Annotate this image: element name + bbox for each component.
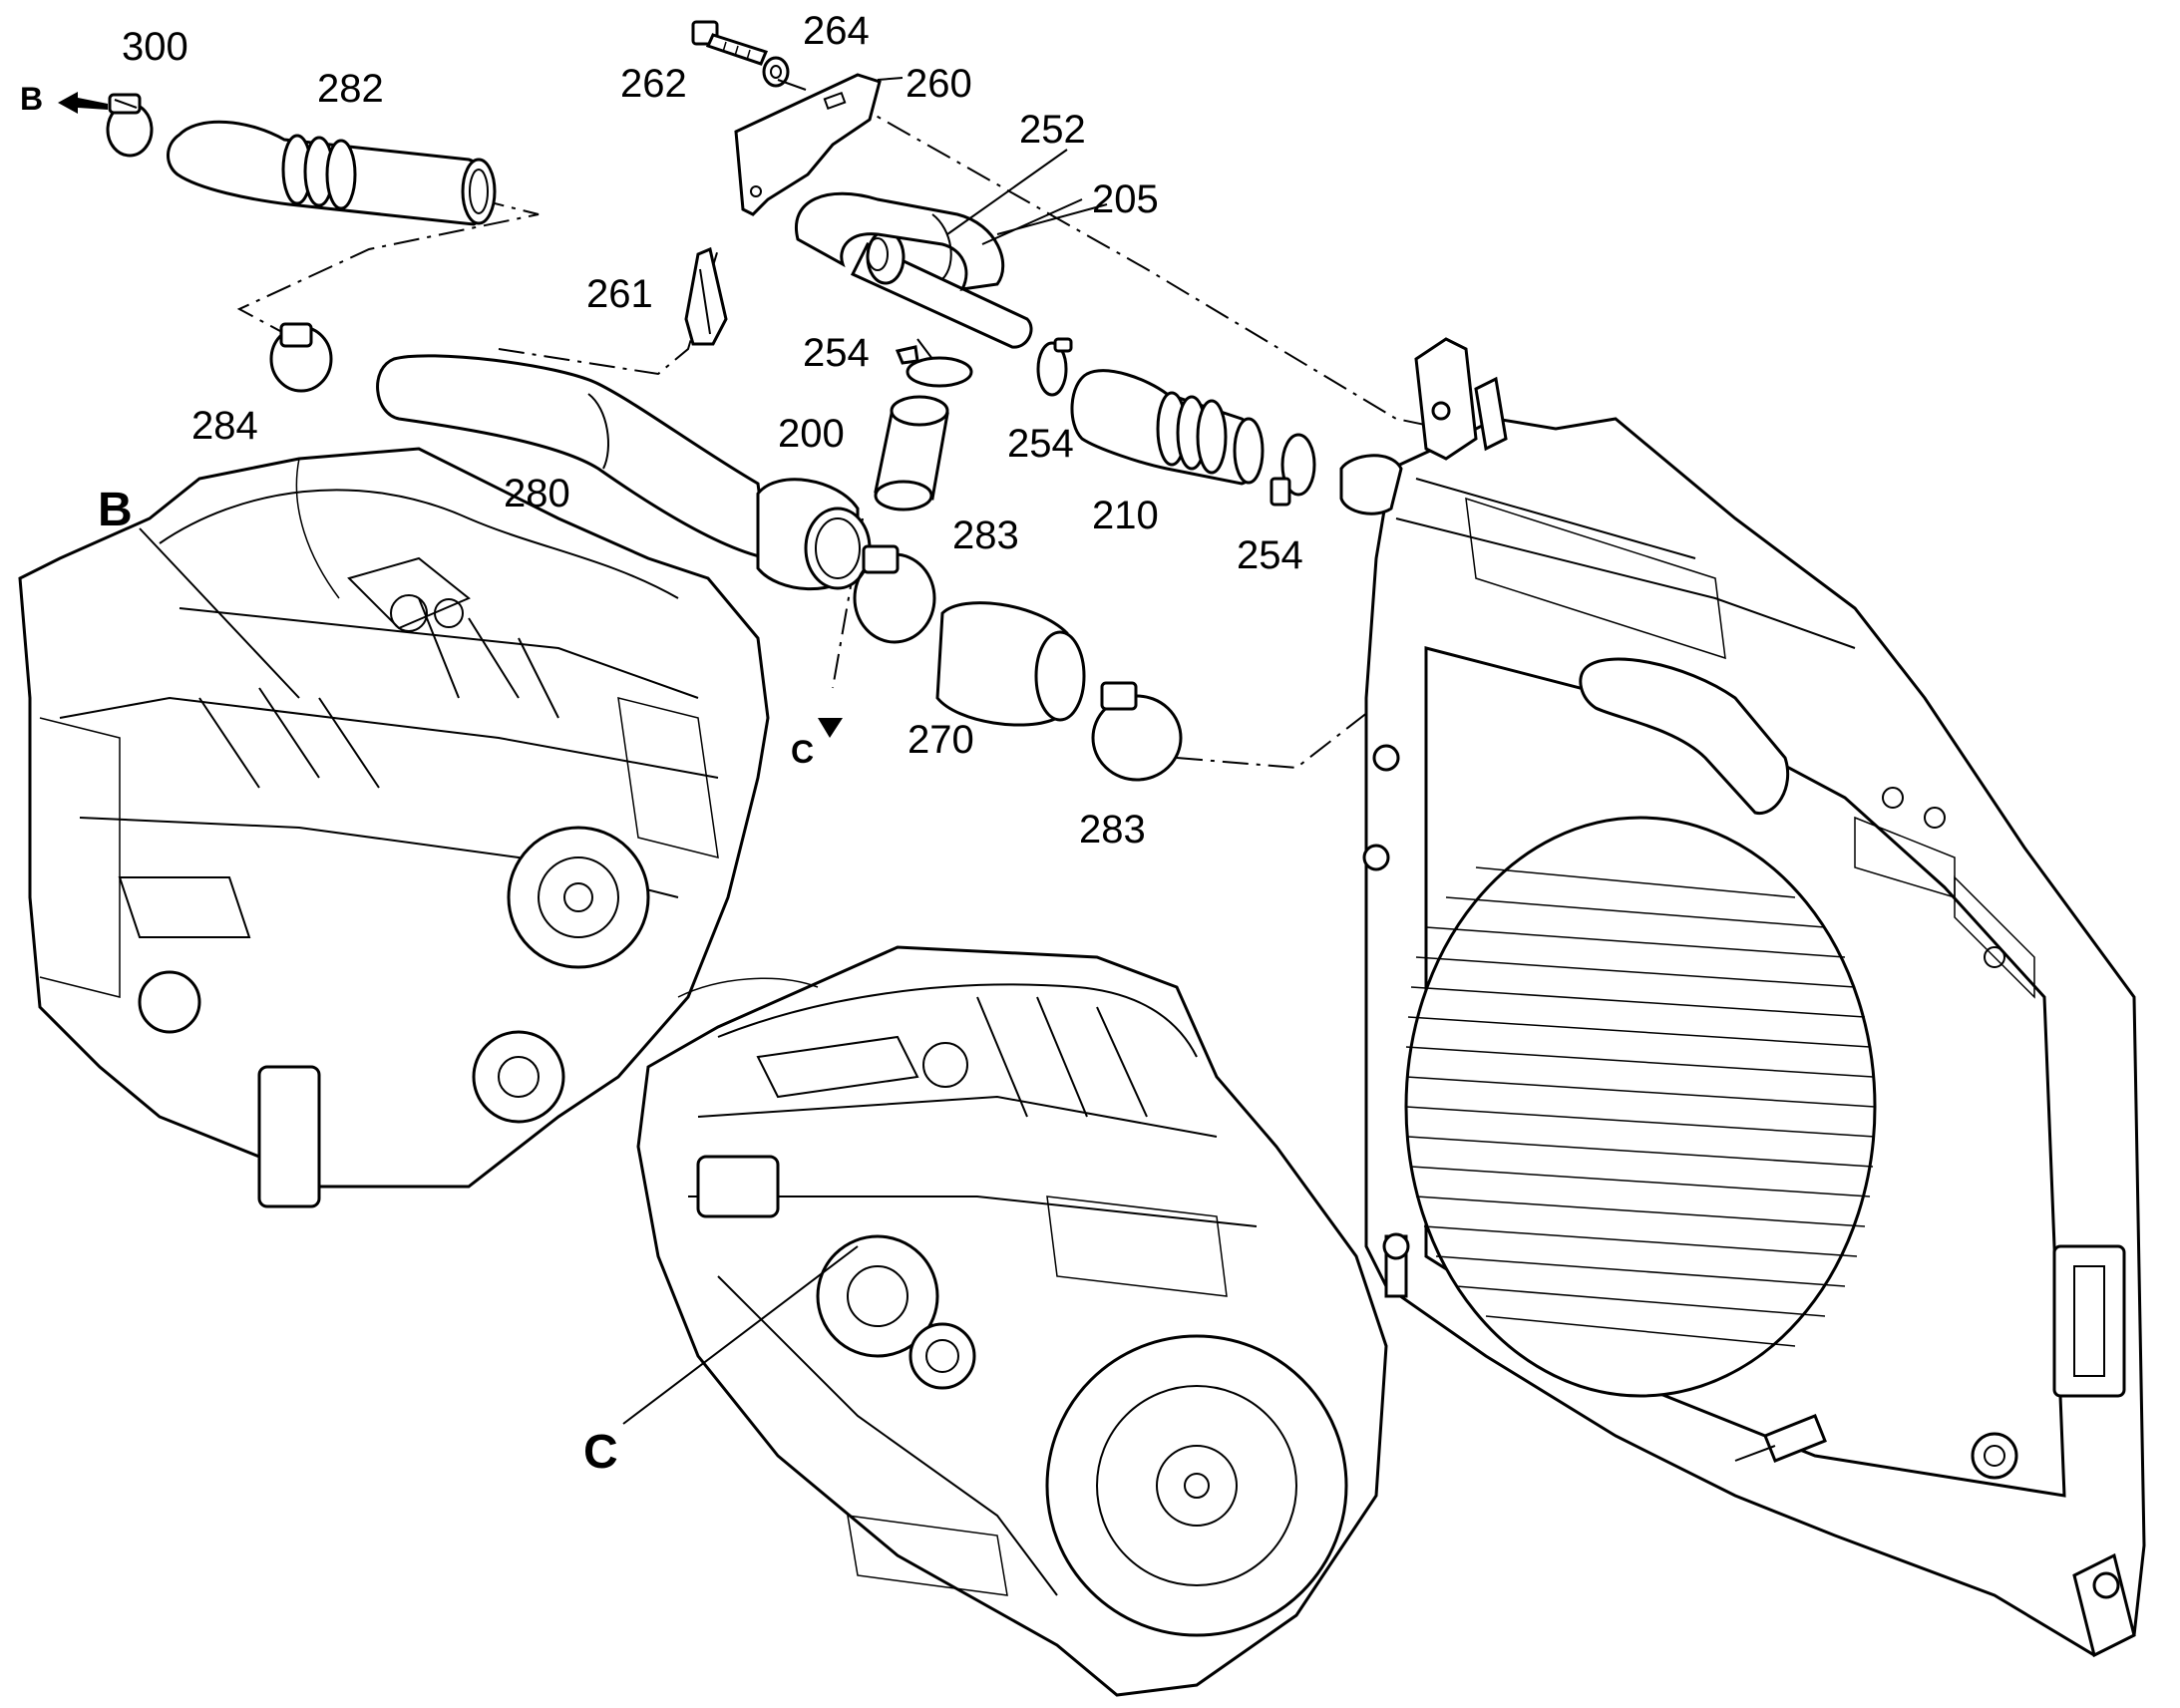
- callout-283-upper: 283: [952, 513, 1019, 557]
- callout-210: 210: [1092, 494, 1159, 537]
- callout-261: 261: [586, 272, 653, 316]
- leader-lines: [777, 77, 1108, 360]
- callout-200: 200: [778, 412, 845, 456]
- callout-254-center: 254: [1007, 422, 1074, 466]
- c-view-label: C: [583, 1426, 618, 1479]
- c-arrow-label: C: [791, 734, 814, 770]
- bolt-262: [691, 20, 769, 66]
- callout-254-right: 254: [1237, 533, 1303, 577]
- hose-210: [1070, 369, 1265, 486]
- clamp-283b: [1091, 681, 1183, 782]
- callout-300: 300: [122, 25, 188, 69]
- clamp-300: [106, 93, 154, 158]
- callout-284: 284: [191, 404, 258, 448]
- clamp-283a: [853, 544, 936, 644]
- hose-205: [795, 191, 1005, 291]
- callout-260: 260: [906, 62, 972, 106]
- b-view-leader: [139, 527, 300, 699]
- radiator-assembly: [1339, 337, 2146, 1658]
- callout-283-lower: 283: [1079, 808, 1146, 852]
- callout-262: 262: [620, 62, 687, 106]
- pipe-280: [376, 354, 872, 591]
- callout-270: 270: [908, 718, 974, 762]
- b-view-label: B: [98, 484, 133, 536]
- bracket-260: [734, 73, 882, 216]
- callout-205: 205: [1092, 177, 1159, 221]
- pipe-252: [850, 229, 1033, 349]
- clip-261: [684, 246, 728, 346]
- callout-numbers: 300 282 262 264 260 252 205 261 254 254 …: [122, 9, 1303, 852]
- b-arrow-label: B: [20, 81, 43, 117]
- callout-264: 264: [803, 9, 870, 53]
- c-direction-arrow: C: [791, 718, 843, 770]
- clamp-254c: [1270, 433, 1316, 507]
- clamp-254a: [895, 345, 973, 388]
- clamp-284: [269, 322, 333, 393]
- callout-252: 252: [1019, 108, 1086, 152]
- callout-254-left: 254: [803, 331, 870, 375]
- radiator-grille: [1405, 866, 1876, 1347]
- callout-280: 280: [504, 472, 570, 515]
- callout-282: 282: [317, 67, 384, 111]
- engine-view-b: [18, 447, 770, 1208]
- hose-282: [167, 120, 497, 226]
- clamp-254b: [1036, 337, 1073, 397]
- c-view-leader: [622, 1245, 859, 1425]
- hose-270: [935, 601, 1086, 727]
- washer-264: [762, 56, 790, 88]
- b-direction-arrow: B: [20, 81, 108, 117]
- hose-200: [874, 395, 949, 512]
- engine-view-c: [636, 945, 1388, 1697]
